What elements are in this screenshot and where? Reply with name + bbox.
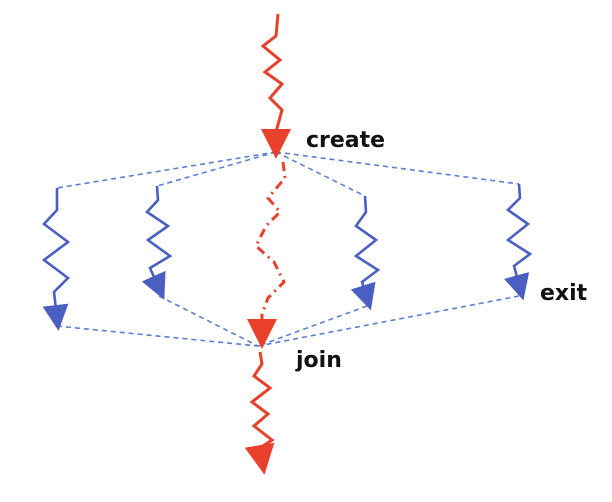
create-label: create [306,128,385,153]
fork-link-3 [275,151,366,197]
join-links [56,295,520,347]
worker-thread-2 [141,185,173,300]
join-link-3 [257,305,368,347]
fork-links [56,151,520,197]
join-link-4 [257,295,520,347]
exit-label: exit [540,281,588,306]
join-label: join [295,348,342,373]
fork-link-1 [56,151,277,189]
join-link-2 [158,295,259,347]
main-thread-bottom [244,351,275,475]
worker-thread-4 [504,183,533,301]
worker-thread-3 [350,195,381,311]
fork-link-2 [156,151,277,187]
main-thread-top [260,13,291,159]
fork-link-4 [275,151,520,185]
join-link-1 [56,325,259,347]
worker-thread-1 [41,188,71,331]
main-thread-dotted [247,161,287,349]
cropped-text-strip [0,478,612,497]
